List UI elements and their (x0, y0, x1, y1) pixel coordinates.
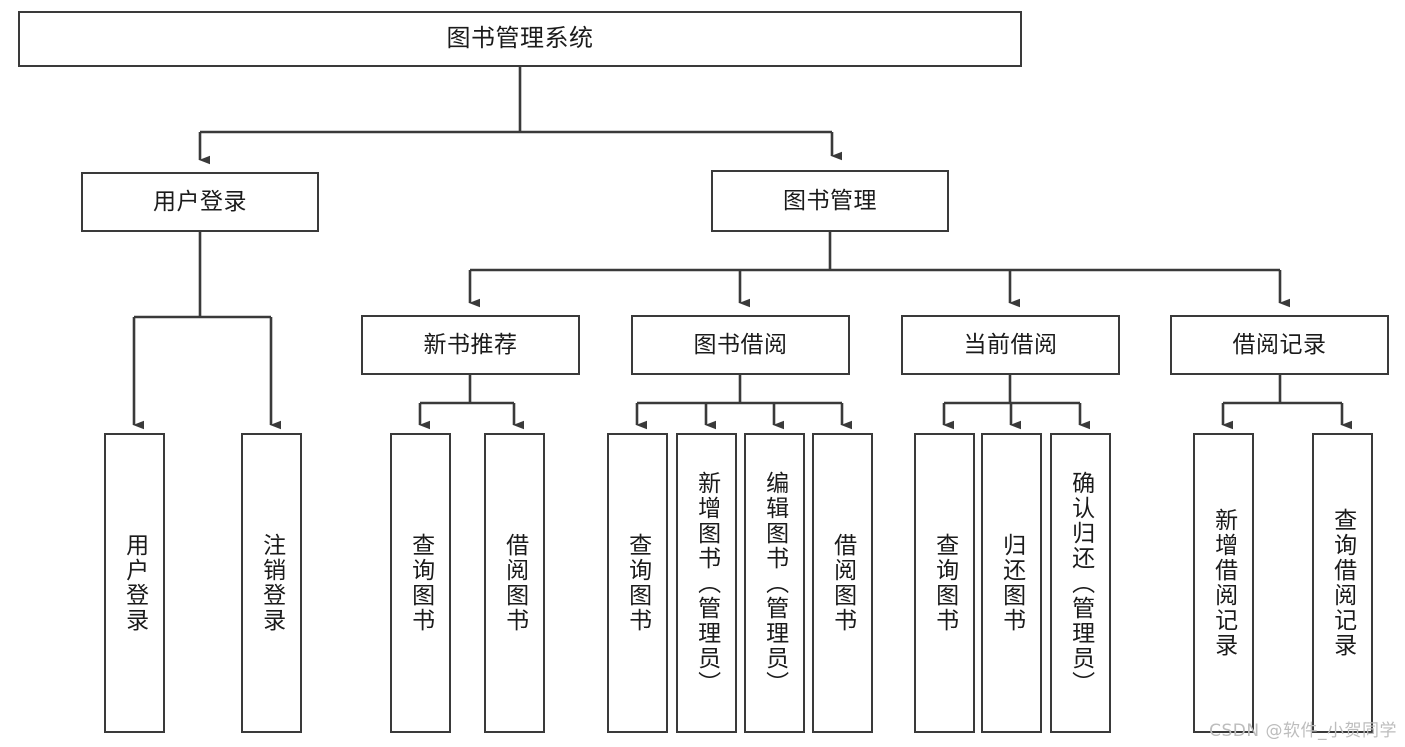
node-current-borrow-label: 当前借阅 (963, 331, 1058, 358)
node-leaf-confirm-return[interactable]: 确认归还（管理员） (1050, 433, 1111, 733)
node-borrow-record[interactable]: 借阅记录 (1170, 315, 1389, 375)
node-leaf-user-login[interactable]: 用户登录 (104, 433, 165, 733)
node-leaf-query-book-3[interactable]: 查询图书 (914, 433, 975, 733)
csdn-watermark: CSDN @软件_小贺同学 (1209, 721, 1397, 741)
node-current-borrow[interactable]: 当前借阅 (901, 315, 1120, 375)
node-leaf-borrow-book-1-label: 借阅图书 (501, 533, 528, 633)
node-leaf-query-book-2[interactable]: 查询图书 (607, 433, 668, 733)
node-leaf-query-book-3-label: 查询图书 (931, 533, 958, 633)
node-leaf-add-record[interactable]: 新增借阅记录 (1193, 433, 1254, 733)
node-leaf-add-record-label: 新增借阅记录 (1210, 508, 1237, 658)
node-leaf-confirm-return-label: 确认归还（管理员） (1067, 470, 1094, 696)
node-new-book-recommend[interactable]: 新书推荐 (361, 315, 580, 375)
node-root[interactable]: 图书管理系统 (18, 11, 1022, 67)
node-leaf-return-book[interactable]: 归还图书 (981, 433, 1042, 733)
node-leaf-edit-book[interactable]: 编辑图书（管理员） (744, 433, 805, 733)
node-leaf-logout[interactable]: 注销登录 (241, 433, 302, 733)
node-leaf-logout-label: 注销登录 (258, 533, 285, 633)
node-leaf-add-book-label: 新增图书（管理员） (693, 470, 720, 696)
node-leaf-borrow-book-2-label: 借阅图书 (829, 533, 856, 633)
node-book-borrow[interactable]: 图书借阅 (631, 315, 850, 375)
node-leaf-query-book-1[interactable]: 查询图书 (390, 433, 451, 733)
node-leaf-borrow-book-1[interactable]: 借阅图书 (484, 433, 545, 733)
node-leaf-user-login-label: 用户登录 (121, 533, 148, 633)
node-leaf-edit-book-label: 编辑图书（管理员） (761, 470, 788, 696)
node-leaf-query-book-2-label: 查询图书 (624, 533, 651, 633)
node-leaf-add-book[interactable]: 新增图书（管理员） (676, 433, 737, 733)
node-leaf-return-book-label: 归还图书 (998, 533, 1025, 633)
node-leaf-borrow-book-2[interactable]: 借阅图书 (812, 433, 873, 733)
node-borrow-record-label: 借阅记录 (1232, 331, 1327, 358)
node-book-borrow-label: 图书借阅 (693, 331, 788, 358)
node-book-manage[interactable]: 图书管理 (711, 170, 949, 232)
node-new-book-recommend-label: 新书推荐 (423, 331, 518, 358)
node-leaf-query-record-label: 查询借阅记录 (1329, 508, 1356, 658)
node-root-label: 图书管理系统 (446, 24, 594, 53)
node-user-login[interactable]: 用户登录 (81, 172, 319, 232)
node-leaf-query-book-1-label: 查询图书 (407, 533, 434, 633)
node-user-login-label: 用户登录 (153, 188, 247, 215)
node-book-manage-label: 图书管理 (783, 187, 877, 214)
node-leaf-query-record[interactable]: 查询借阅记录 (1312, 433, 1373, 733)
